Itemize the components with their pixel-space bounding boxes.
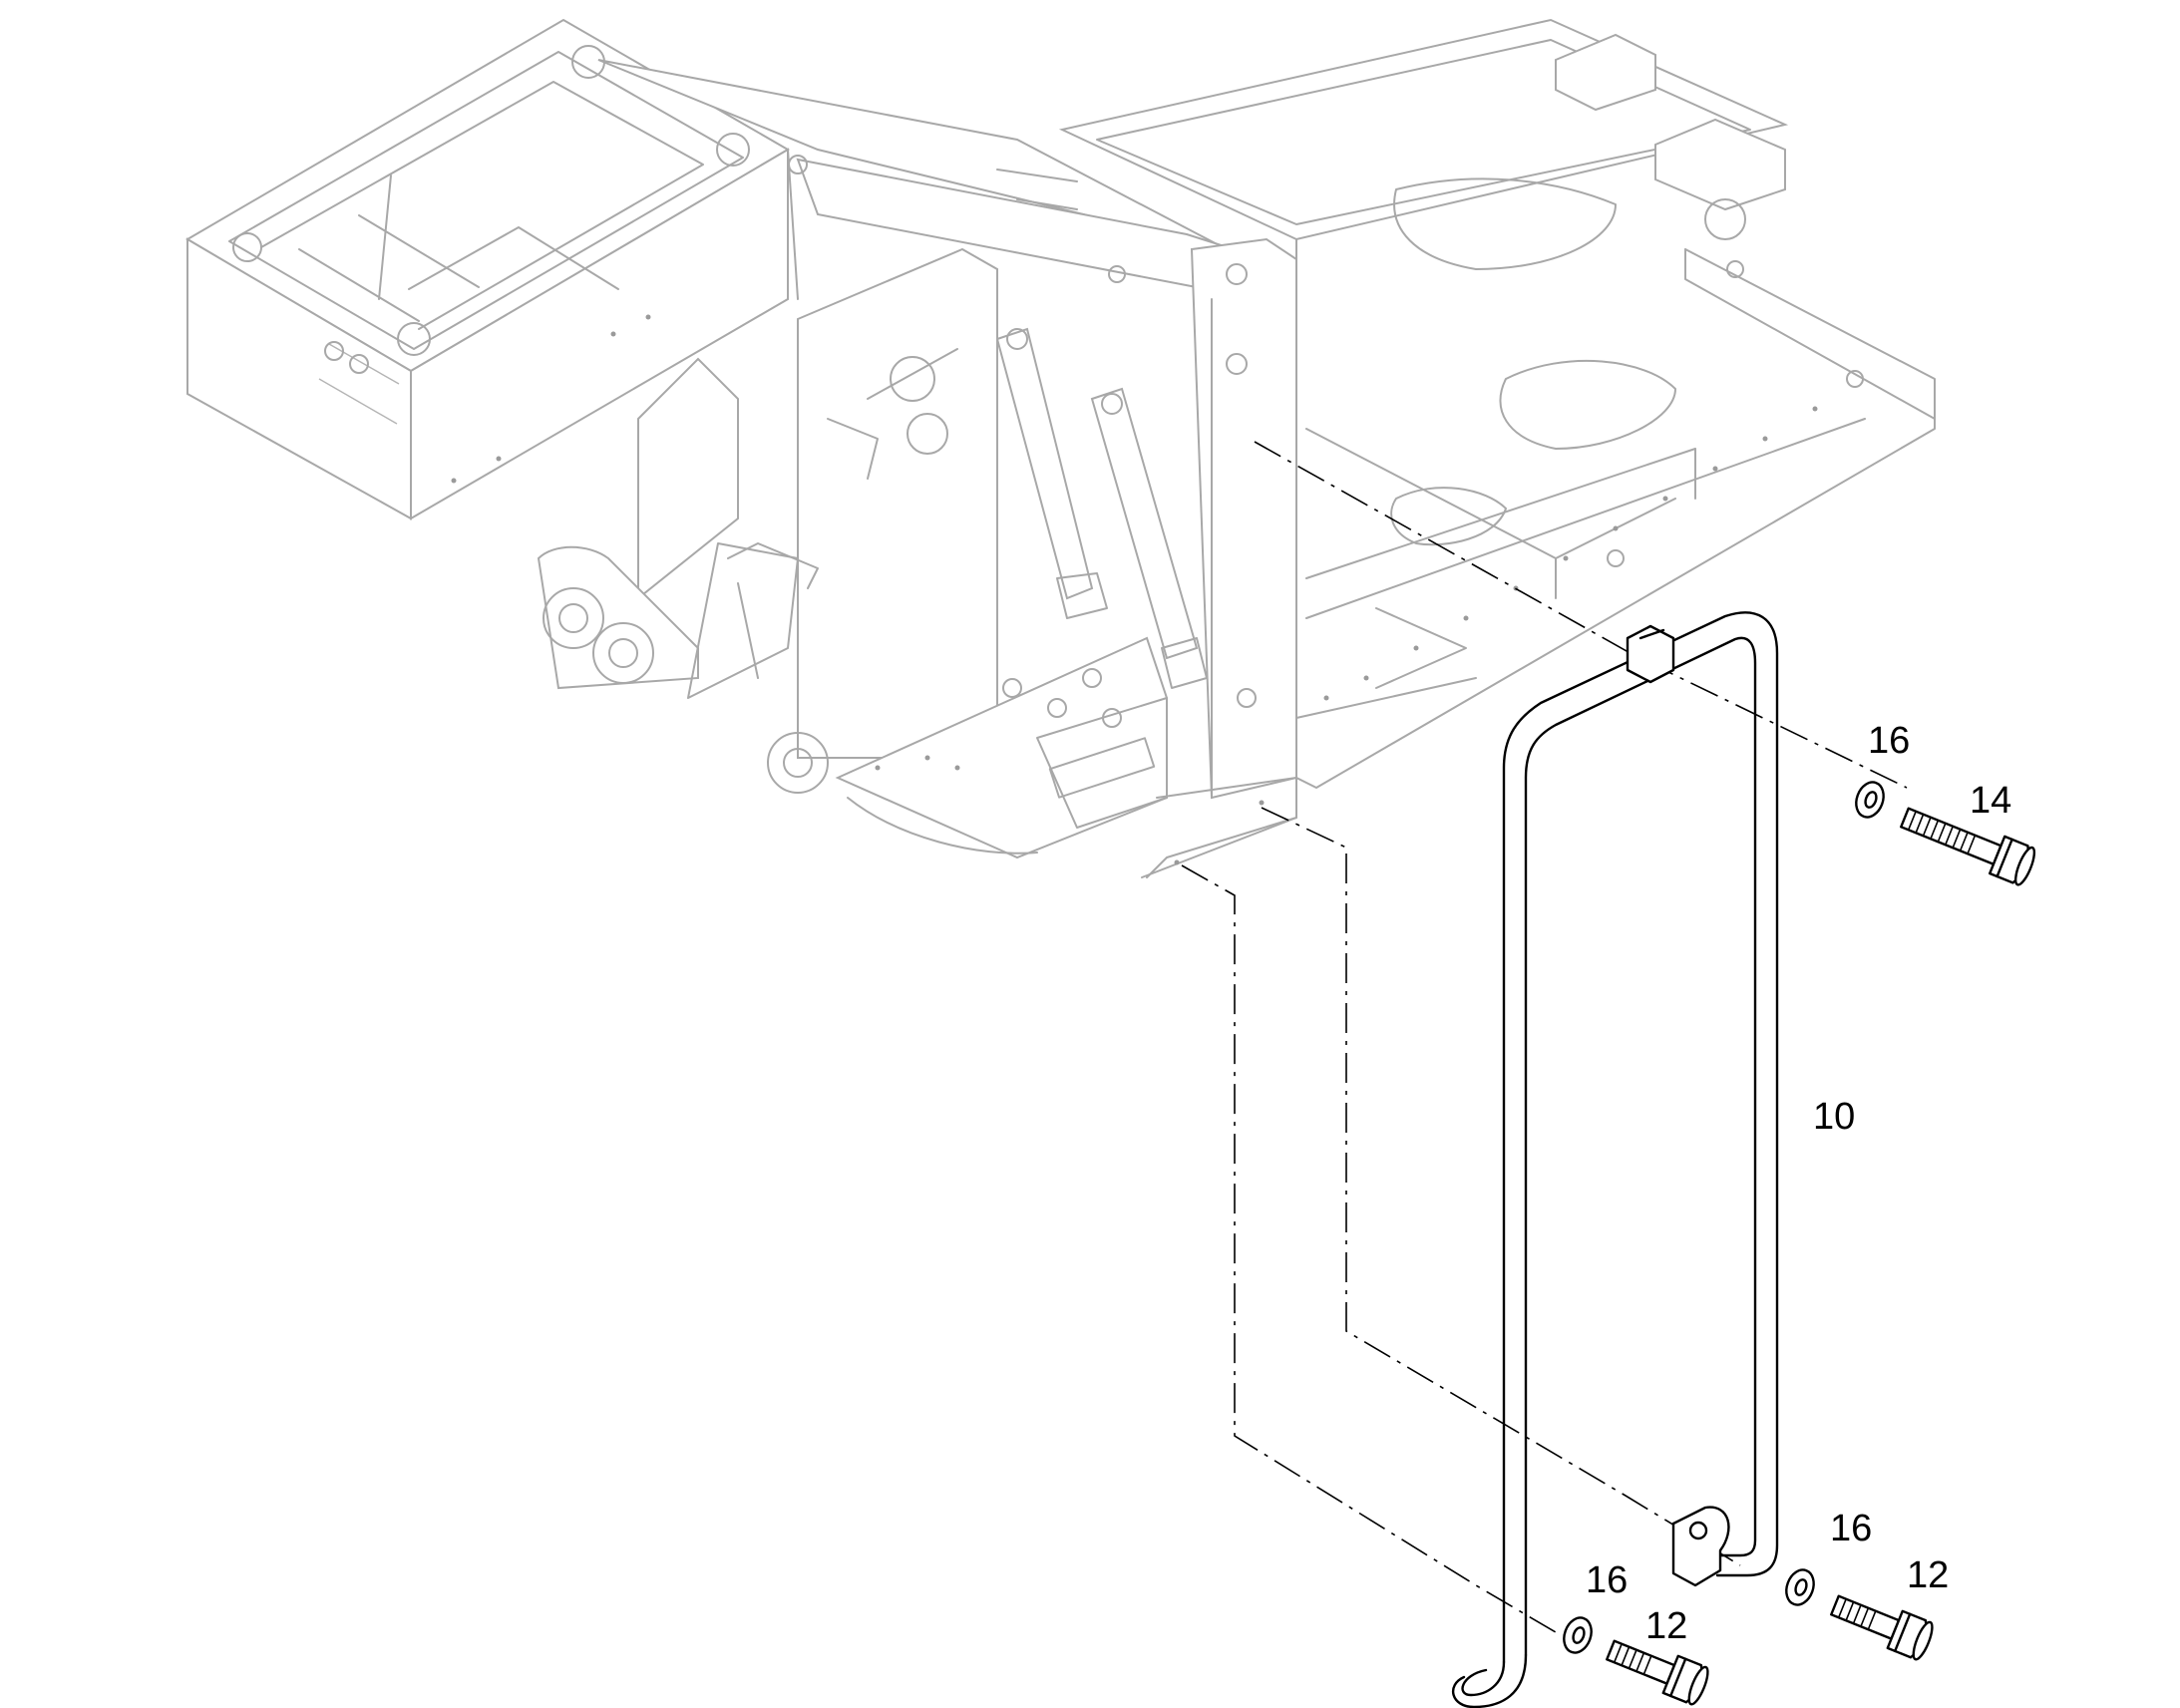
bolt-short-lower [1606, 1639, 1709, 1706]
hydraulic-cylinders [995, 327, 1208, 689]
bolt-long [1900, 807, 2036, 886]
storage-box [185, 18, 790, 520]
boom-pivot-brackets [537, 247, 1168, 859]
callout-washer-lower: 16 [1586, 1559, 1628, 1601]
callout-washer-right: 16 [1830, 1508, 1872, 1549]
bolt-short-right [1830, 1594, 1934, 1661]
handrail [1451, 611, 1779, 1708]
washer-lower [1563, 1616, 1593, 1654]
washer-right [1785, 1568, 1815, 1606]
central-column [1190, 237, 1297, 800]
callout-handrail: 10 [1813, 1096, 1855, 1138]
front-lower-plate [1141, 777, 1297, 878]
callout-washer-upper: 16 [1868, 720, 1910, 762]
callout-bolt-short-lower: 12 [1645, 1605, 1687, 1647]
washer-upper [1855, 781, 1885, 819]
chassis-rails [1058, 18, 1936, 789]
callout-bolt-long: 14 [1970, 780, 2011, 822]
callout-bolt-short-right: 12 [1907, 1554, 1949, 1596]
machine-frame-assembly [185, 18, 1936, 878]
